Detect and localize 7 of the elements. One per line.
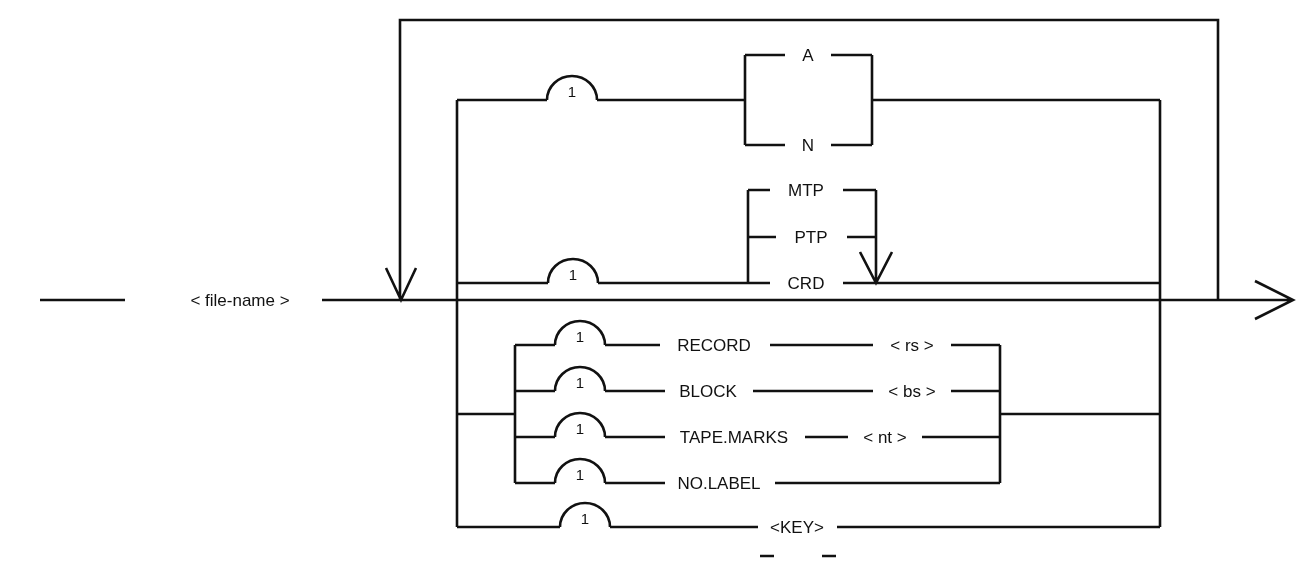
repeat-count: 1: [575, 328, 585, 344]
repeat-count: 1: [575, 374, 585, 390]
repeat-count: 1: [580, 510, 590, 526]
repeat-count: 1: [567, 83, 577, 99]
repeat-count: 1: [568, 266, 578, 282]
repeat-count: 1: [575, 466, 585, 482]
repeat-count: 1: [575, 420, 585, 436]
